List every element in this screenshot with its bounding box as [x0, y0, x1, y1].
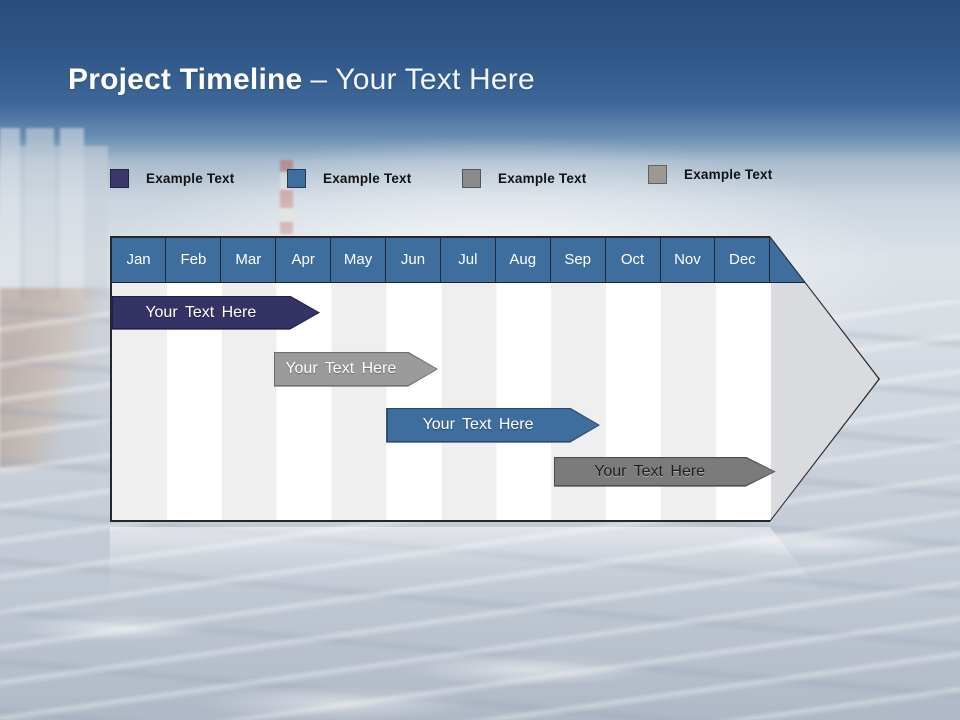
month-cell-may: May: [331, 237, 387, 282]
timeline-bar-label: Your Text Here: [594, 462, 706, 480]
legend-swatch-2: [287, 169, 306, 188]
legend-swatch-4: [648, 165, 667, 184]
legend: Example Text Example Text Example Text Exam…: [110, 165, 830, 195]
slide-title-sub: – Your Text Here: [310, 63, 535, 96]
month-cell-dec: Dec: [715, 237, 771, 282]
month-cell-apr: Apr: [276, 237, 332, 282]
timeline-bar-4: Your Text Here: [554, 457, 776, 487]
legend-swatch-1: [110, 169, 129, 188]
legend-label: Example Text: [498, 171, 587, 186]
month-cell-sep: Sep: [551, 237, 606, 282]
month-cell-jan: Jan: [112, 237, 167, 282]
legend-swatch-3: [462, 169, 481, 188]
legend-item-3: Example Text: [462, 169, 586, 188]
legend-label: Example Text: [684, 167, 773, 182]
legend-item-4: Example Text: [648, 165, 772, 184]
timeline-bar-label: Your Text Here: [422, 416, 534, 434]
slide-title-main: Project Timeline: [68, 63, 303, 96]
month-cell-nov: Nov: [661, 237, 716, 282]
month-cell-aug: Aug: [496, 237, 551, 282]
timeline-reflection: [110, 527, 826, 599]
legend-label: Example Text: [146, 171, 235, 186]
month-cell-oct: Oct: [606, 237, 661, 282]
month-cell-mar: Mar: [221, 237, 277, 282]
timeline-bar-label: Your Text Here: [285, 360, 397, 378]
month-cell-jul: Jul: [441, 237, 496, 282]
timeline-bar-fill: [275, 353, 437, 385]
legend-label: Example Text: [323, 171, 412, 186]
legend-item-1: Example Text: [110, 169, 234, 188]
timeline-bar-1: Your Text Here: [112, 296, 320, 330]
timeline-bar-fill: [113, 297, 318, 328]
timeline-bar-fill: [388, 409, 599, 441]
timeline-bar-fill: [555, 458, 774, 485]
month-cell-jun: Jun: [386, 237, 441, 282]
timeline-bar-3: Your Text Here: [386, 408, 600, 443]
timeline-bar-2: Your Text Here: [274, 352, 439, 387]
legend-item-2: Example Text: [287, 169, 411, 188]
month-cell-feb: Feb: [166, 237, 222, 282]
slide-title: Project Timeline– Your Text Here: [68, 60, 535, 100]
timeline-bar-label: Your Text Here: [145, 303, 257, 321]
